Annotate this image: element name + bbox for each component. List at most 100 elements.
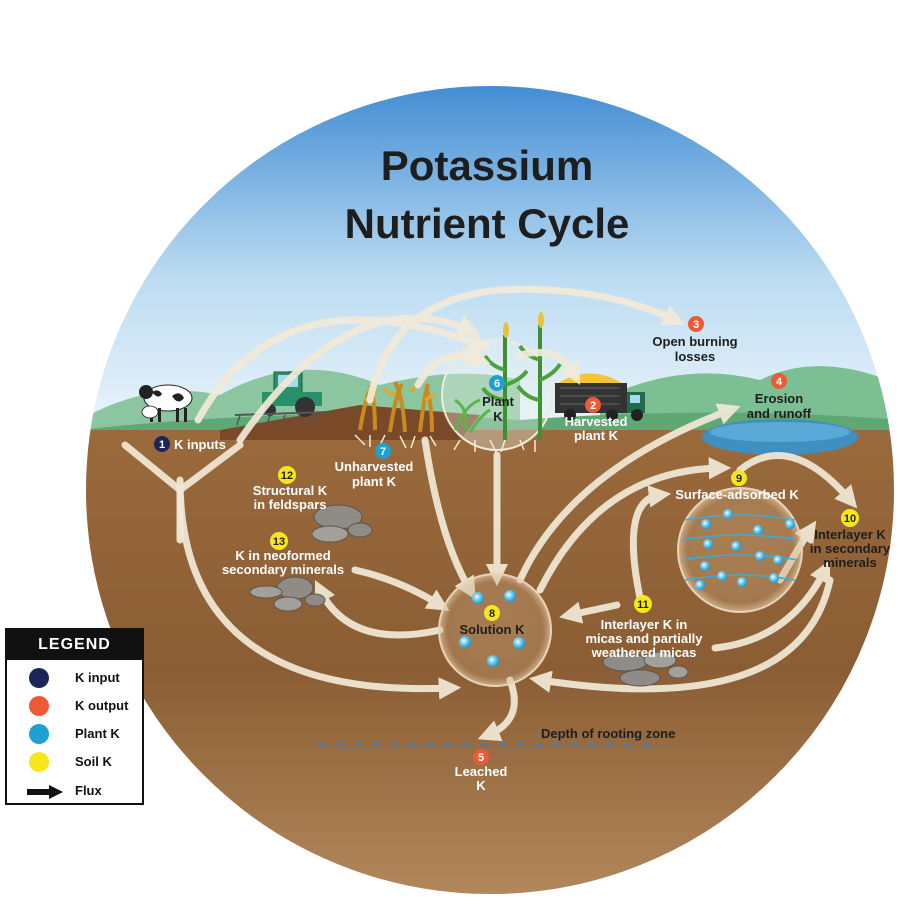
legend-label-k-output: K output xyxy=(75,698,129,713)
label-interlayer-sec-2: in secondary xyxy=(810,541,891,556)
label-structural-2: in feldspars xyxy=(254,497,327,512)
label-plant-k-1: Plant xyxy=(482,394,514,409)
svg-text:7: 7 xyxy=(380,446,386,458)
svg-text:6: 6 xyxy=(494,378,500,390)
labels: K inputs Harvested plant K Open burning … xyxy=(174,334,891,793)
svg-text:4: 4 xyxy=(776,376,783,388)
label-leached-2: K xyxy=(476,778,486,793)
legend-swatch-plant-k xyxy=(29,724,49,744)
svg-text:5: 5 xyxy=(478,752,484,764)
badges: 1 2 3 4 5 6 7 8 9 10 11 12 13 xyxy=(154,316,859,765)
svg-text:9: 9 xyxy=(736,473,742,485)
label-surface-adsorbed: Surface-adsorbed K xyxy=(675,487,799,502)
legend-label-k-input: K input xyxy=(75,670,120,685)
badge-4: 4 xyxy=(771,373,787,389)
label-harvested-2: plant K xyxy=(574,428,619,443)
label-structural-1: Structural K xyxy=(253,483,328,498)
svg-text:2: 2 xyxy=(590,400,596,412)
svg-text:3: 3 xyxy=(693,319,699,331)
flux-arrow-plant-to-harvest xyxy=(516,349,581,386)
legend-label-plant-k: Plant K xyxy=(75,726,120,741)
badge-13: 13 xyxy=(270,532,288,550)
flux-arrow-residue-arc xyxy=(236,314,481,444)
label-solution-k: Solution K xyxy=(460,622,526,637)
svg-text:12: 12 xyxy=(281,470,293,482)
label-neoformed-2: secondary minerals xyxy=(222,562,344,577)
label-leached-1: Leached xyxy=(455,764,508,779)
crop-plants-icon xyxy=(453,312,562,453)
flux-arrow-solution-to-leached xyxy=(477,676,518,742)
feldspar-rocks xyxy=(311,504,373,543)
badge-6: 6 xyxy=(489,375,505,391)
flux-arrow-inputs-to-solution xyxy=(176,476,462,700)
label-interlayer-sec-1: Interlayer K xyxy=(814,527,886,542)
badge-12: 12 xyxy=(278,466,296,484)
legend-item-flux: Flux xyxy=(7,780,142,802)
badge-3: 3 xyxy=(688,316,704,332)
flux-arrow-feldspar-to-solution xyxy=(351,566,450,611)
legend-item-plant-k: Plant K xyxy=(7,723,142,745)
flux-arrow-plant-to-burning xyxy=(366,285,686,404)
label-interlayer-mica-3: weathered micas xyxy=(591,645,697,660)
flux-arrow-residue-to-solution xyxy=(421,436,476,600)
label-neoformed-1: K in neoformed xyxy=(235,548,330,563)
legend-swatch-k-output xyxy=(29,696,49,716)
badge-8: 8 xyxy=(484,605,500,621)
title-line-2: Nutrient Cycle xyxy=(345,200,630,247)
flux-arrow-mica-to-interlayer xyxy=(711,559,831,652)
flux-arrow-mica-to-surface xyxy=(629,485,672,602)
badge-5: 5 xyxy=(473,749,489,765)
flux-arrow-surface-interlayer xyxy=(736,452,858,509)
rooting-depth-label: Depth of rooting zone xyxy=(541,726,675,741)
input-fork xyxy=(121,441,244,544)
flux-arrow-inputs-to-plant xyxy=(194,316,491,424)
svg-text:8: 8 xyxy=(489,608,495,620)
cow-icon xyxy=(139,384,193,422)
label-k-inputs: K inputs xyxy=(174,437,226,452)
legend-swatch-soil-k xyxy=(29,752,49,772)
label-erosion-1: Erosion xyxy=(755,391,803,406)
flux-arrow-plant-cycle-left xyxy=(414,345,491,389)
badge-2: 2 xyxy=(585,397,601,413)
label-interlayer-mica-2: micas and partially xyxy=(585,631,703,646)
label-harvested-1: Harvested xyxy=(565,414,628,429)
plant-k-bubble xyxy=(441,339,553,451)
svg-text:13: 13 xyxy=(273,536,285,548)
legend-label-flux: Flux xyxy=(75,783,102,798)
clay-layers xyxy=(681,514,799,581)
legend-label-soil-k: Soil K xyxy=(75,754,112,769)
flux-arrow-interlayer-to-solution xyxy=(528,576,834,693)
label-plant-k-2: K xyxy=(493,409,503,424)
label-unharvested-2: plant K xyxy=(352,474,397,489)
flux-arrow-to-erosion xyxy=(516,403,741,584)
svg-text:10: 10 xyxy=(844,513,856,525)
svg-text:1: 1 xyxy=(159,439,165,451)
svg-text:11: 11 xyxy=(637,599,649,611)
label-open-burning-1: Open burning xyxy=(652,334,737,349)
label-interlayer-mica-1: Interlayer K in xyxy=(601,617,688,632)
badge-7: 7 xyxy=(375,443,391,459)
flux-arrow-solution-to-neoformed xyxy=(314,579,444,639)
title-line-1: Potassium xyxy=(381,142,593,189)
legend: LEGEND K input K output Plant K Soil K F… xyxy=(5,628,144,805)
legend-swatch-k-input xyxy=(29,668,49,688)
badge-11: 11 xyxy=(634,595,652,613)
badge-9: 9 xyxy=(731,470,747,486)
flux-arrow-mica-to-solution xyxy=(559,601,621,624)
label-unharvested-1: Unharvested xyxy=(335,459,414,474)
surface-adsorbed-bubble xyxy=(677,487,803,613)
plowed-field xyxy=(220,405,480,440)
mica-rocks xyxy=(602,651,689,687)
flux-arrow-icon xyxy=(27,785,63,799)
label-erosion-2: and runoff xyxy=(747,406,812,421)
label-open-burning-2: losses xyxy=(675,349,715,364)
neoformed-rocks xyxy=(249,576,326,612)
label-interlayer-sec-3: minerals xyxy=(823,555,876,570)
legend-header: LEGEND xyxy=(7,630,142,660)
flux-arrow-solution-to-surface xyxy=(536,456,732,594)
legend-item-k-input: K input xyxy=(7,667,142,689)
badge-1: 1 xyxy=(154,436,170,452)
adsorbed-ions xyxy=(695,509,795,590)
legend-item-soil-k: Soil K xyxy=(7,751,142,773)
